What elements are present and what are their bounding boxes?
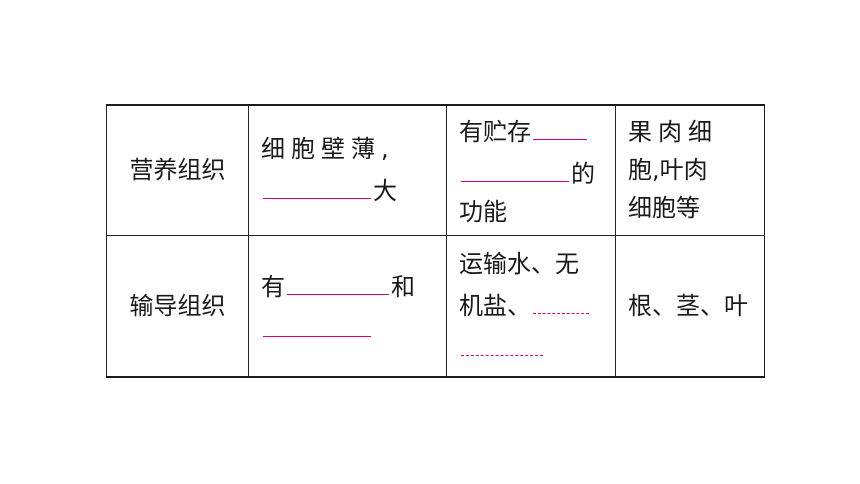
function-prefix: 机盐、 <box>459 291 531 320</box>
function-line: 运输水、无 <box>459 249 579 278</box>
table-row: 营养组织 细胞壁薄, 大 有贮存 的 功能 果肉细 <box>106 104 765 236</box>
fill-blank[interactable] <box>461 151 569 183</box>
tissue-table: 营养组织 细胞壁薄, 大 有贮存 的 功能 果肉细 <box>106 104 765 378</box>
location-line: 胞,叶肉 <box>628 156 708 185</box>
tissue-name: 输导组织 <box>129 291 226 320</box>
function-cell: 有贮存 的 功能 <box>446 104 616 236</box>
location-text: 根、茎、叶 <box>628 291 748 320</box>
fill-blank[interactable] <box>533 283 589 314</box>
table-row: 输导组织 有和 运输水、无 机盐、 <box>106 234 765 378</box>
structure-line: 细胞壁薄, <box>261 135 395 164</box>
tissue-name-cell: 输导组织 <box>106 234 249 378</box>
location-line: 细胞等 <box>628 194 700 223</box>
structure-cell: 有和 <box>248 234 447 378</box>
structure-prefix: 有 <box>261 272 285 301</box>
fill-blank[interactable] <box>533 109 587 141</box>
function-suffix: 的 <box>571 160 595 189</box>
tissue-name: 营养组织 <box>129 156 226 185</box>
fill-blank[interactable] <box>287 264 389 295</box>
location-cell: 果肉细 胞,叶肉 细胞等 <box>615 104 765 236</box>
fill-blank[interactable] <box>263 306 371 337</box>
location-cell: 根、茎、叶 <box>615 234 765 378</box>
fill-blank[interactable] <box>263 168 371 200</box>
structure-cell: 细胞壁薄, 大 <box>248 104 447 236</box>
structure-suffix: 大 <box>373 177 397 206</box>
structure-middle: 和 <box>391 272 415 301</box>
function-line: 功能 <box>459 198 507 227</box>
location-line: 果肉细 <box>628 118 718 147</box>
function-prefix: 有贮存 <box>459 118 531 147</box>
fill-blank[interactable] <box>461 325 543 356</box>
function-cell: 运输水、无 机盐、 <box>446 234 616 378</box>
tissue-name-cell: 营养组织 <box>106 104 249 236</box>
